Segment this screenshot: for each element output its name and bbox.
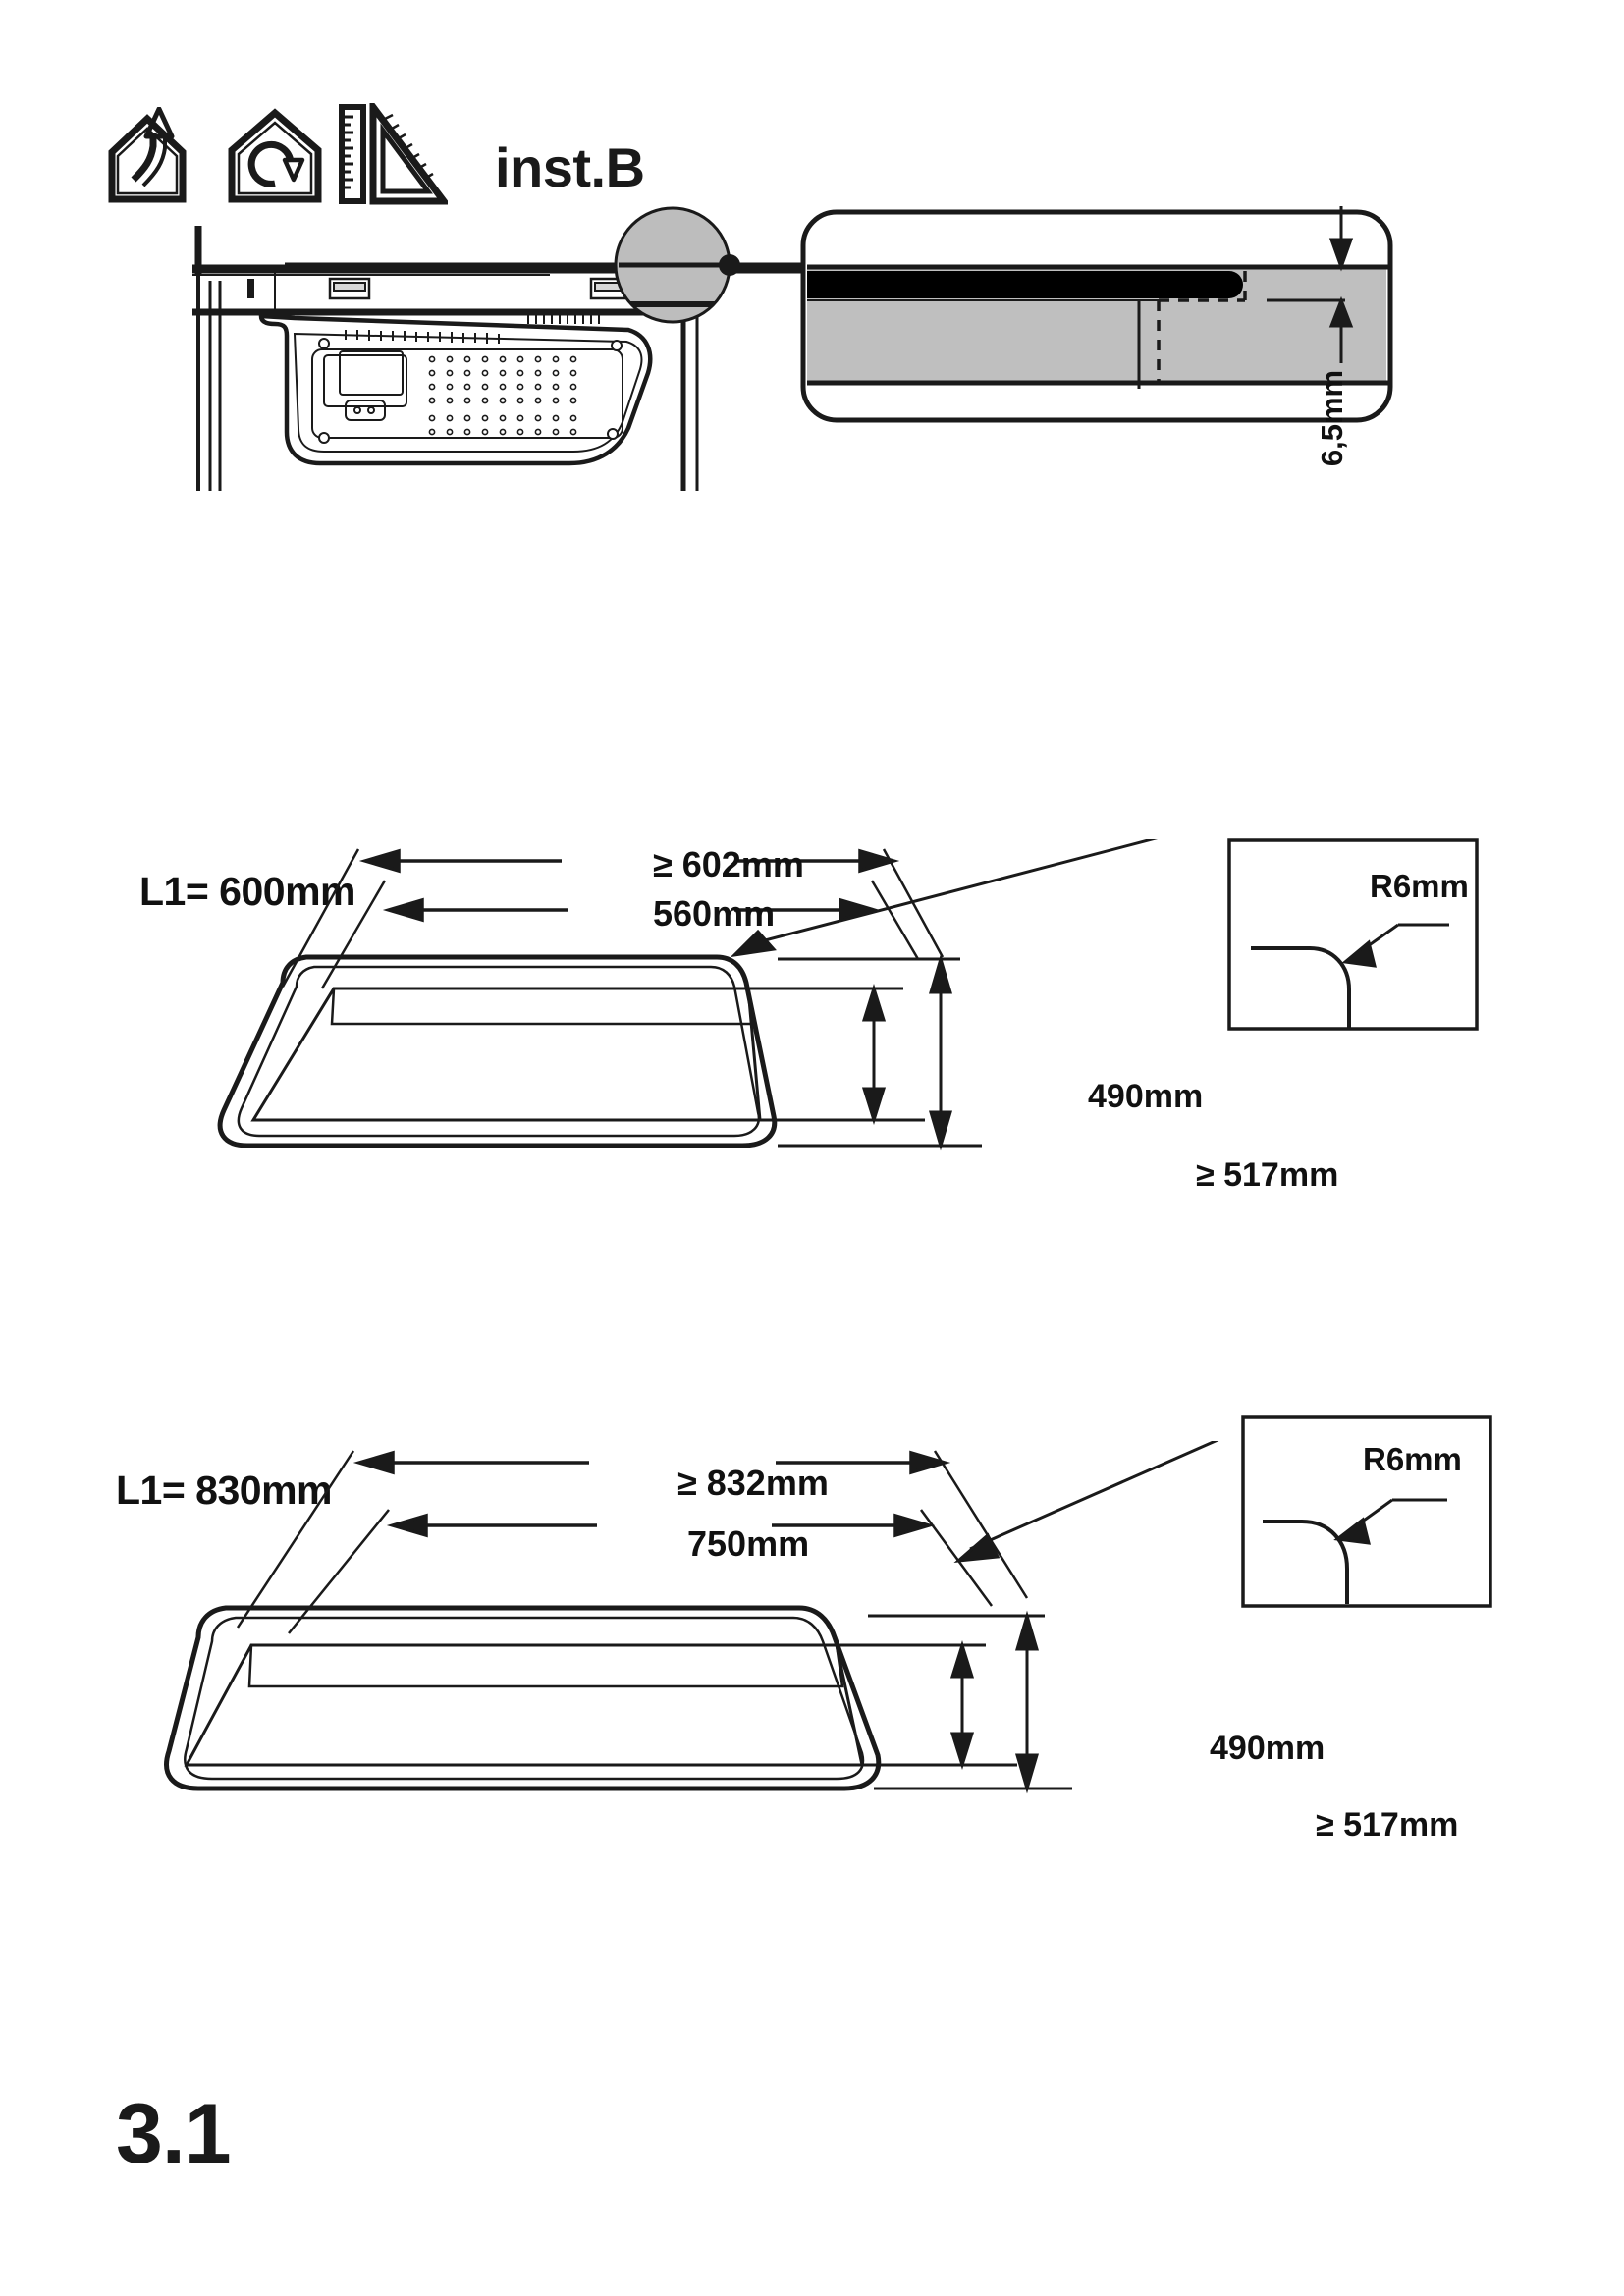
dim-line-750	[386, 1513, 936, 1538]
cooktop-cross-section-diagram	[192, 206, 1393, 491]
magnified-content	[619, 262, 730, 307]
page-number: 3.1	[116, 2087, 232, 2181]
edge-detail-callout-box	[800, 206, 1393, 423]
dim-line-602	[358, 848, 900, 874]
worktop-cutout-830	[164, 1605, 882, 1791]
cooling-vent-fins	[345, 330, 500, 344]
dim-490-label-830: 490mm	[1210, 1730, 1326, 1767]
corner-radius-callout-830	[1241, 1415, 1492, 1608]
l1-600-label: L1= 600mm	[139, 869, 356, 914]
dim-517-label-600: ≥ 517mm	[1196, 1156, 1339, 1194]
dim-line-832	[352, 1450, 951, 1475]
cutout-dimensions-600	[217, 839, 1159, 1151]
dim-750-label: 750mm	[687, 1523, 810, 1564]
r6mm-label-830: R6mm	[1363, 1441, 1462, 1477]
r6mm-label-600: R6mm	[1370, 868, 1469, 904]
r6-leader-600	[730, 839, 1159, 958]
dim-602-label: ≥ 602mm	[653, 844, 804, 884]
header-icon-row: inst.B	[106, 103, 645, 205]
dim-832-label: ≥ 832mm	[677, 1463, 829, 1503]
l1-830-label: L1= 830mm	[116, 1468, 333, 1513]
dim-lines-depth-600	[746, 953, 982, 1151]
induction-generator-body	[258, 313, 653, 466]
dim-517-label-830: ≥ 517mm	[1316, 1806, 1459, 1843]
house-rotate-icon	[226, 107, 324, 205]
corner-radius-callout-600	[1227, 838, 1479, 1031]
dim-490-label-600: 490mm	[1088, 1078, 1204, 1115]
ruler-set-square-icon	[338, 103, 448, 205]
magnifier-handle-node	[719, 254, 740, 276]
clip-tab-left	[247, 279, 254, 298]
worktop-cutout-600	[217, 954, 778, 1148]
mounting-clip	[328, 277, 371, 300]
cutout-dimensions-830	[164, 1441, 1219, 1794]
house-arrow-up-icon	[106, 107, 212, 205]
perforation-grid	[428, 355, 577, 436]
dim-560-label: 560mm	[653, 893, 776, 934]
cooling-vent-fins-right	[527, 312, 600, 324]
glass-edge-bar	[807, 271, 1243, 298]
cabinet-right-wall	[680, 314, 699, 491]
r6-leader-830	[953, 1441, 1219, 1563]
dim-lines-depth-830	[837, 1610, 1072, 1794]
corner-fasteners	[318, 338, 623, 444]
thickness-label-6-5mm: 6,5mm	[1315, 369, 1350, 467]
control-module	[323, 350, 407, 421]
dim-line-560	[382, 897, 881, 923]
inst-b-label: inst.B	[495, 136, 645, 198]
